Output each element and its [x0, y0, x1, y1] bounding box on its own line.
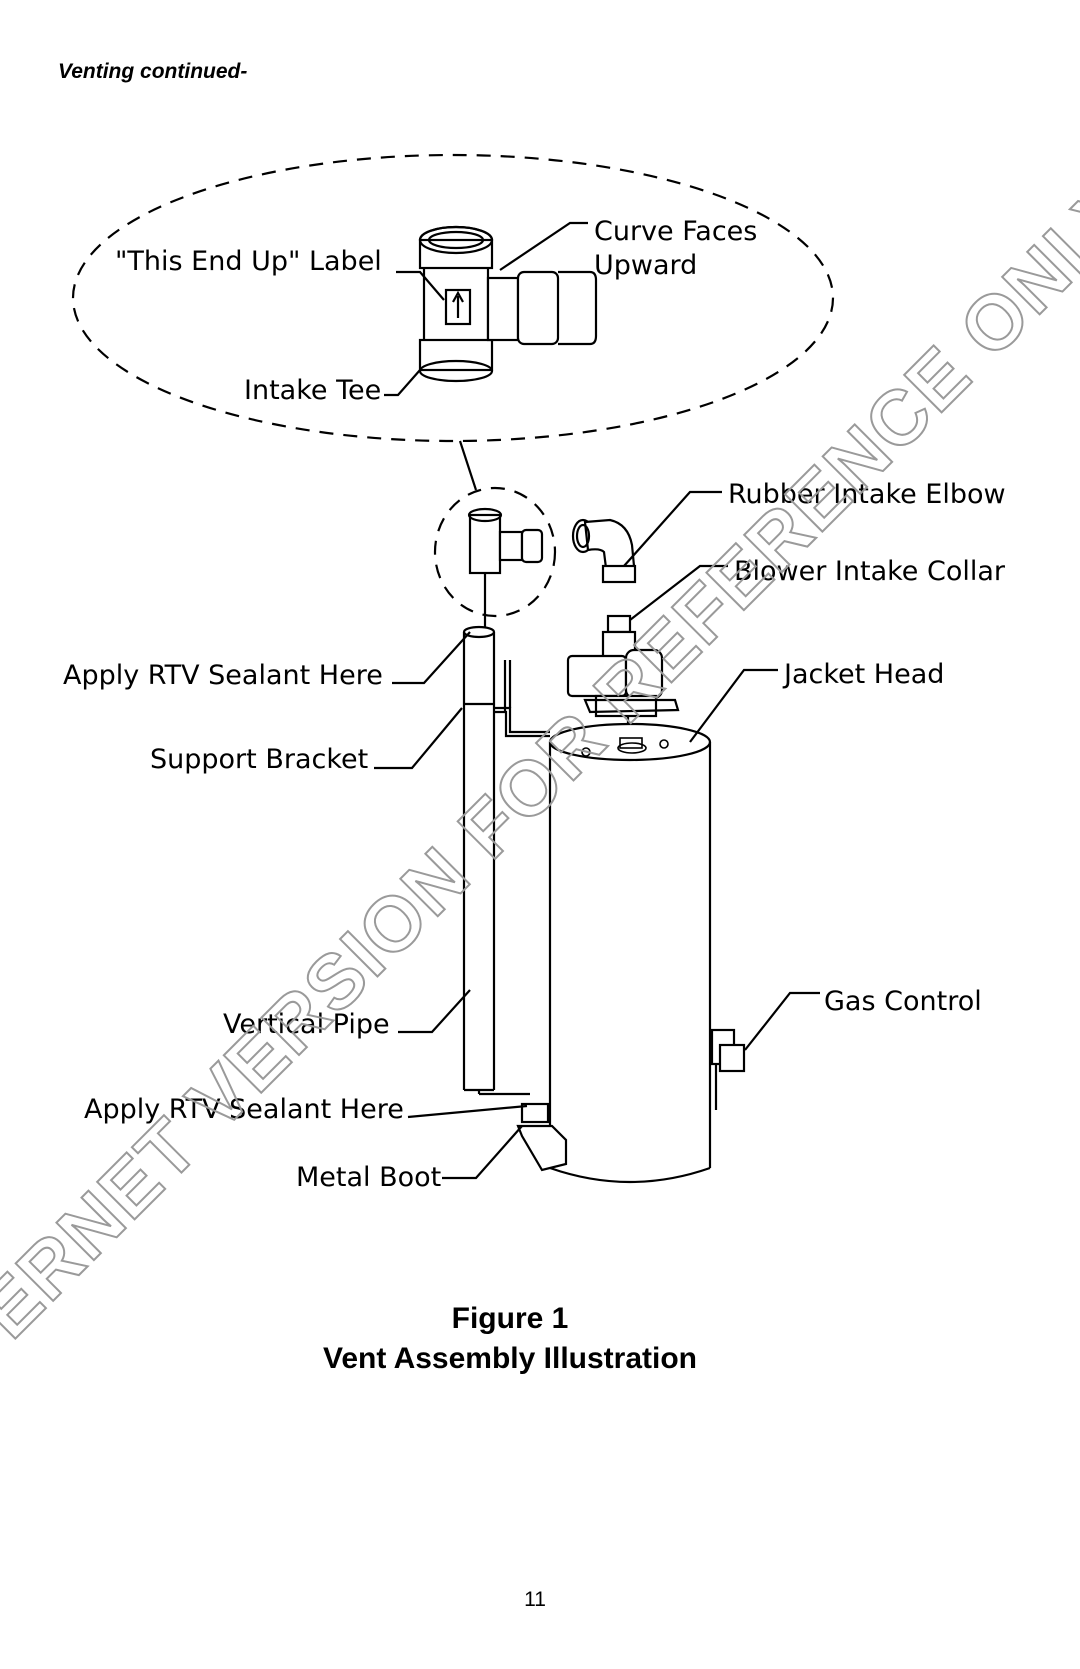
label-rubber-elbow: Rubber Intake Elbow [728, 479, 1006, 510]
leader-this-end-up [396, 270, 445, 301]
section-header: Venting continued- [58, 60, 248, 83]
label-rtv-top: Apply RTV Sealant Here [63, 660, 383, 691]
leader-rtv-bottom [407, 1104, 528, 1119]
leader-rubber-elbow [623, 490, 722, 567]
label-curve-faces-line2: Upward [594, 250, 697, 281]
leader-intake-tee [384, 369, 421, 397]
gas-control [710, 1028, 746, 1110]
label-vertical-pipe: Vertical Pipe [223, 1009, 390, 1040]
label-metal-boot: Metal Boot [296, 1162, 441, 1193]
leader-jacket-head [689, 668, 778, 743]
leader-vertical-pipe [398, 989, 471, 1034]
leader-gas-control [744, 991, 820, 1051]
label-curve-faces-line1: Curve Faces [594, 216, 757, 247]
detail-connector [458, 440, 478, 491]
label-rtv-bottom: Apply RTV Sealant Here [84, 1094, 404, 1125]
label-support-bracket: Support Bracket [150, 744, 368, 775]
water-heater-tank [548, 722, 712, 1184]
label-blower-collar: Blower Intake Collar [734, 556, 1006, 587]
leader-rtv-top [392, 631, 471, 685]
page-number: 11 [524, 1588, 546, 1611]
intake-tee-enlarged [418, 225, 598, 383]
leader-support-bracket [374, 707, 463, 770]
support-bracket [494, 660, 550, 738]
leader-curve-faces [499, 221, 588, 271]
leader-metal-boot [442, 1125, 523, 1180]
watermark: INTERNET VERSION FOR REFERENCE ONLY [0, 161, 1080, 1446]
label-jacket-head: Jacket Head [782, 659, 944, 690]
label-this-end-up: "This End Up" Label [115, 246, 382, 277]
blower-assembly [566, 614, 680, 748]
detail-ellipse [71, 153, 835, 443]
metal-boot [516, 1102, 568, 1172]
figure-caption-title: Figure 1 [451, 1302, 569, 1335]
label-intake-tee: Intake Tee [244, 375, 381, 406]
rubber-elbow [571, 518, 637, 584]
label-gas-control: Gas Control [824, 986, 982, 1017]
figure-caption-subtitle: Vent Assembly Illustration [323, 1342, 697, 1375]
detail-circle [433, 486, 557, 618]
leader-blower-collar [629, 564, 728, 621]
intake-tee-small [467, 507, 544, 635]
